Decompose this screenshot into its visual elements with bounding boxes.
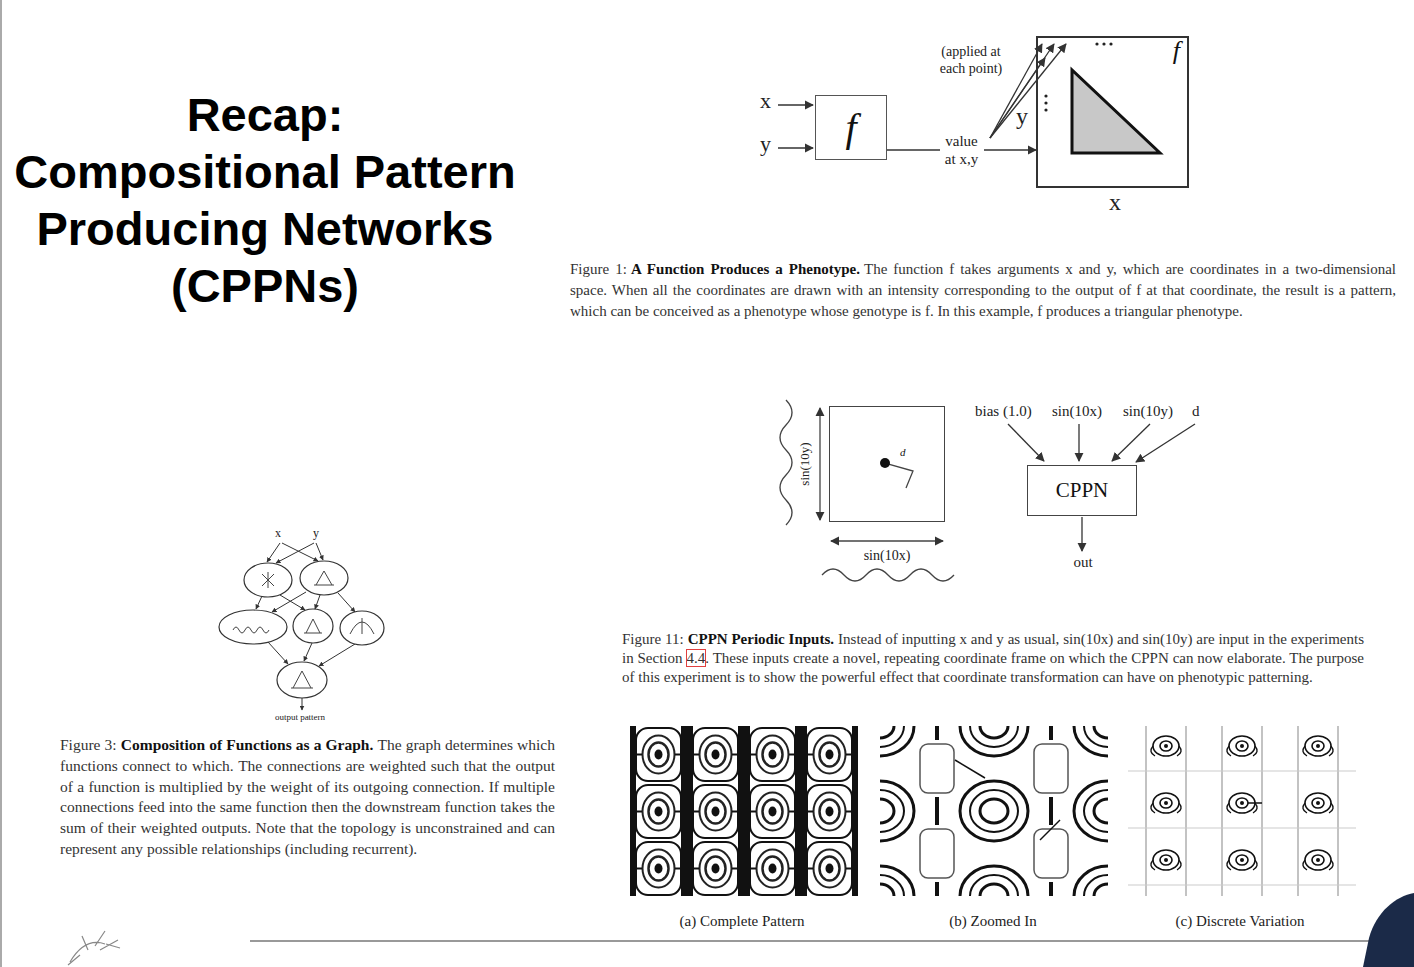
logo-sketch	[68, 931, 120, 965]
position-dot	[880, 458, 890, 468]
caption-heading: A Function Produces a Phenotype.	[631, 261, 860, 277]
slide-title: Recap:	[0, 86, 530, 143]
axis-label: x	[1109, 190, 1121, 214]
input-label: x	[275, 527, 281, 541]
slide-title-line: Compositional Pattern Producing Networks…	[5, 143, 525, 314]
subfigure-caption: (b) Zoomed In	[949, 913, 1036, 930]
axis-label: sin(10x)	[864, 548, 911, 564]
caption-text: Figure 3:	[60, 736, 117, 753]
subfigure-caption: (a) Complete Pattern	[680, 913, 805, 930]
caption-text: Figure 1:	[570, 261, 627, 277]
input-label: sin(10x)	[1052, 403, 1102, 420]
phenotype-square: f	[1036, 36, 1189, 188]
axis-label: sin(10y)	[798, 442, 813, 485]
input-label: sin(10y)	[1123, 403, 1173, 420]
subfigure-caption: (c) Discrete Variation	[1176, 913, 1305, 930]
input-label: y	[760, 133, 771, 155]
pattern-pointers	[955, 760, 1262, 840]
input-label: x	[760, 90, 771, 112]
function-name: f	[1173, 38, 1180, 64]
function-box: f	[815, 95, 887, 160]
input-label: y	[313, 527, 319, 541]
figure1-arrows	[778, 44, 1066, 148]
caption-heading: Composition of Functions as a Graph.	[121, 736, 374, 753]
pattern-image	[880, 726, 1108, 896]
input-label: d	[1192, 403, 1200, 420]
function-icons	[233, 571, 374, 688]
figure-caption: Figure 11:CPPN Periodic Inputs.Instead o…	[622, 630, 1364, 687]
input-label: bias (1.0)	[975, 403, 1032, 420]
cppn-input-arrows	[1008, 424, 1195, 551]
cppn-box: CPPN	[1027, 465, 1137, 516]
caption-heading: CPPN Periodic Inputs.	[688, 631, 834, 647]
footer-rule	[250, 940, 1400, 942]
section-link: 4.4	[687, 650, 706, 666]
distance-label: d	[900, 447, 906, 458]
output-label: out	[1073, 554, 1092, 571]
page-edge	[0, 0, 2, 967]
triangle-phenotype	[1072, 70, 1160, 153]
ellipsis-dots	[1044, 42, 1112, 111]
annotation: (applied at each point)	[935, 44, 1007, 78]
caption-text: . These inputs create a novel, repeating…	[622, 650, 1364, 685]
function-graph-nodes	[219, 561, 384, 698]
box-label: CPPN	[1056, 480, 1109, 501]
caption-text: Figure 11:	[622, 631, 684, 647]
edge-label: value at x,y	[940, 132, 984, 168]
pattern-image	[630, 726, 858, 896]
pattern-image	[1128, 726, 1356, 896]
output-label: output pattern	[275, 712, 325, 722]
caption-text: The graph determines which functions con…	[60, 736, 555, 857]
figure11-frame	[780, 400, 954, 581]
figure-caption: Figure 1:A Function Produces a Phenotype…	[570, 259, 1396, 322]
coordinate-frame: d	[829, 406, 945, 522]
axis-label: y	[1016, 104, 1028, 128]
function-name: f	[845, 108, 856, 148]
figure-caption: Figure 3:Composition of Functions as a G…	[60, 735, 555, 860]
presenter-silhouette	[1363, 893, 1414, 967]
